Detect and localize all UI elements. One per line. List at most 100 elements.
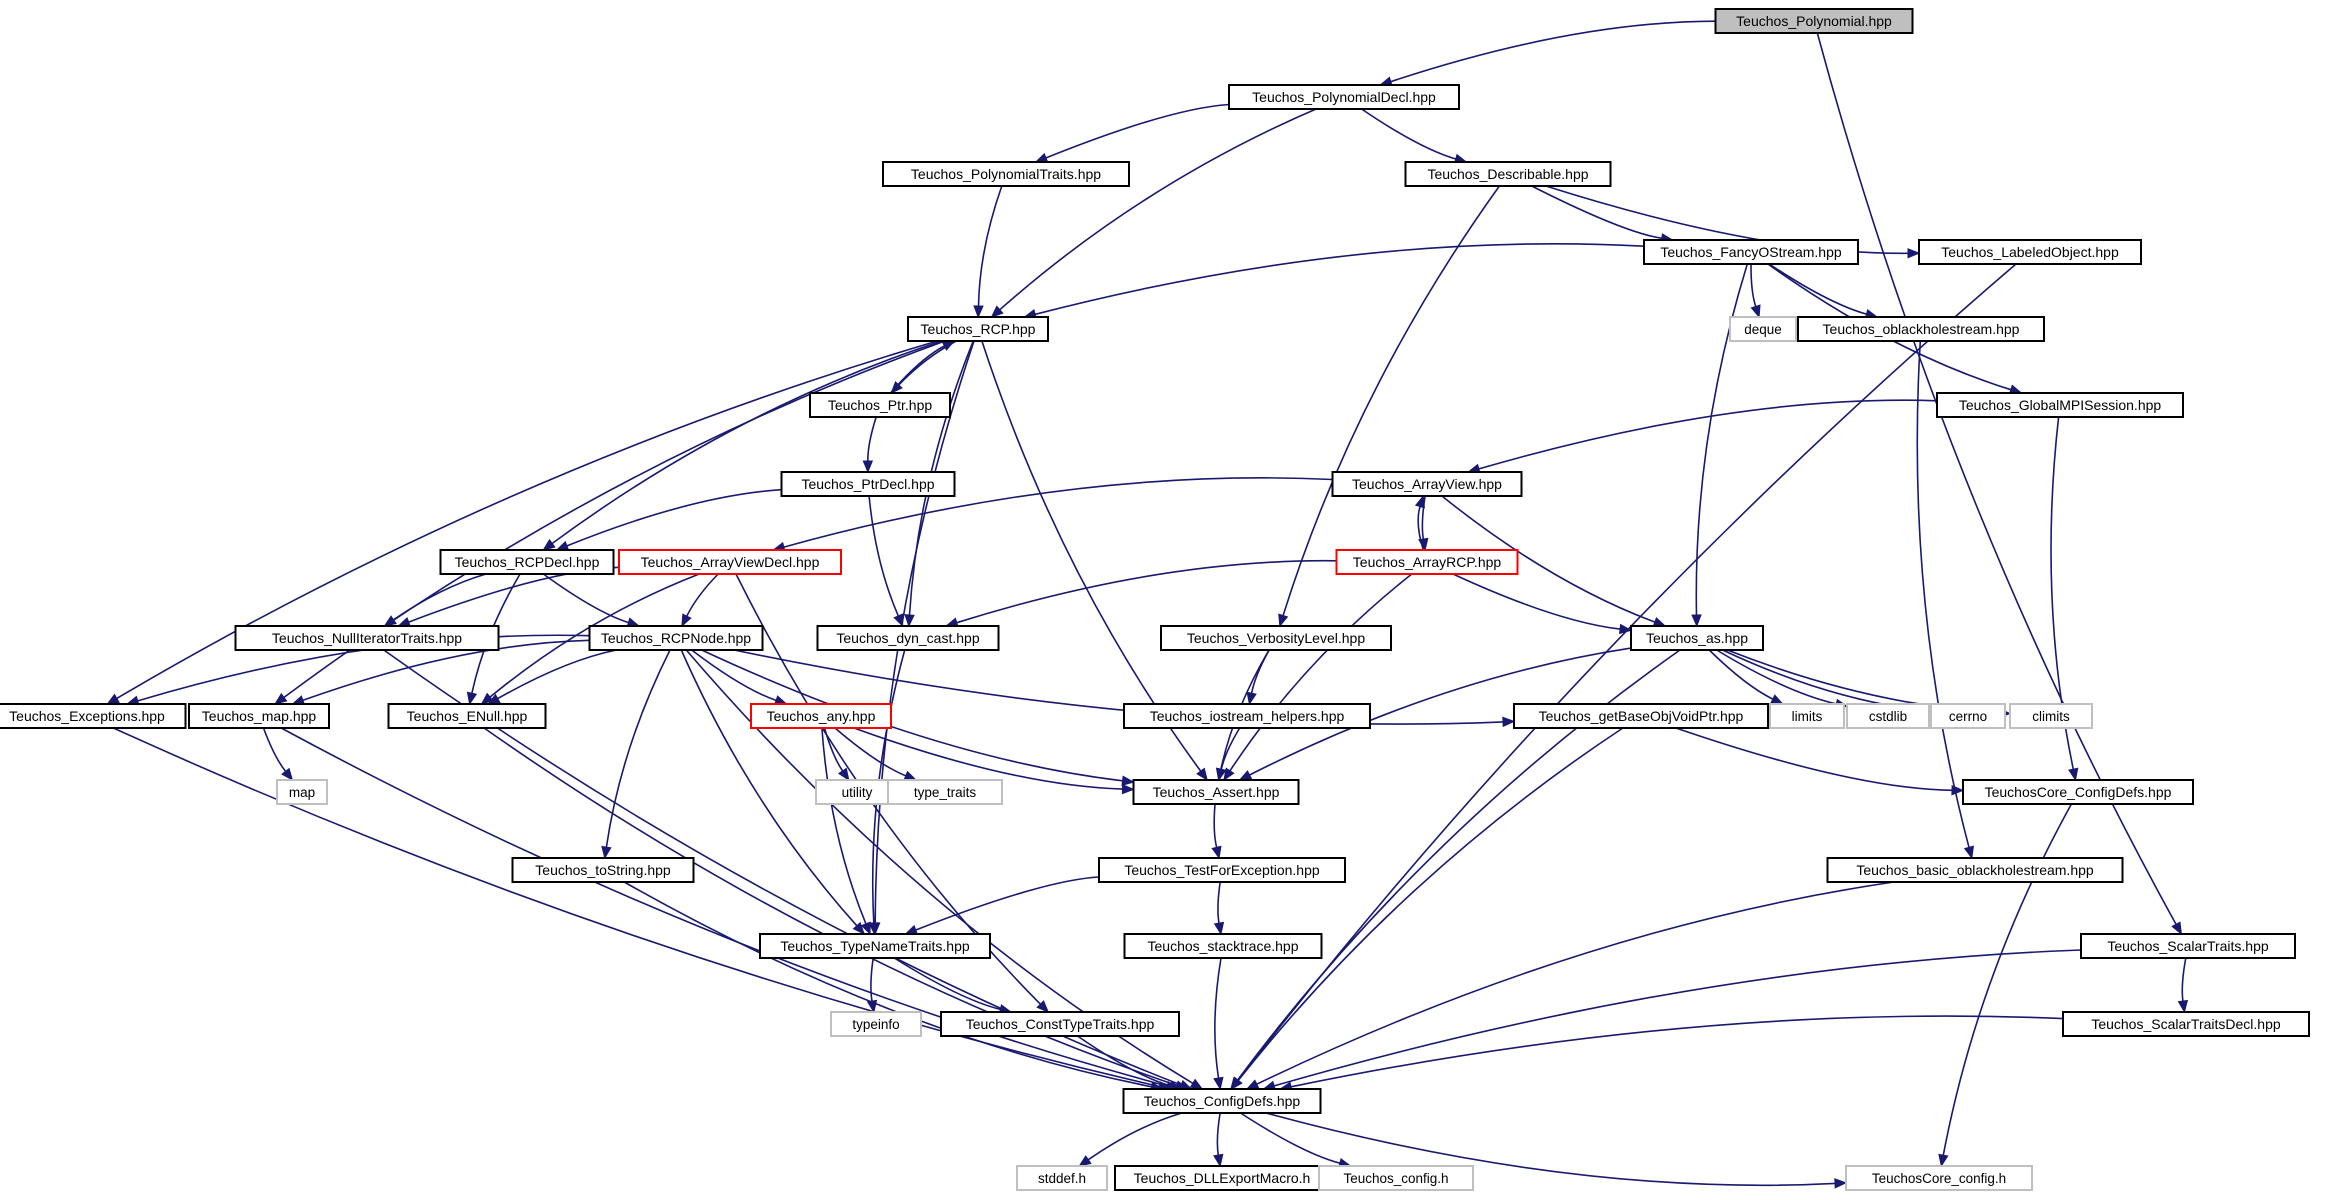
node-arrayrcp[interactable]: Teuchos_ArrayRCP.hpp	[1335, 549, 1519, 575]
node-exceptions[interactable]: Teuchos_Exceptions.hpp	[0, 703, 187, 729]
node-box-arrayview	[1331, 471, 1523, 497]
node-scalartraits[interactable]: Teuchos_ScalarTraits.hpp	[2080, 933, 2296, 959]
arrowhead-arrayviewdecl-to-consttypetraits	[1036, 1000, 1050, 1013]
edge-configdefs-to-stddef	[1087, 1112, 1183, 1161]
arrowhead-ptrdecl-to-rcpdecl	[555, 540, 570, 551]
node-box-dyncast	[816, 625, 1000, 651]
node-label-mapsys: map	[289, 785, 315, 800]
node-ptr[interactable]: Teuchos_Ptr.hpp	[809, 392, 951, 418]
node-enull[interactable]: Teuchos_ENull.hpp	[387, 703, 547, 729]
node-box-polynomial	[1714, 8, 1914, 34]
node-box-labeledobject	[1918, 239, 2142, 265]
edge-rcp-to-exceptions	[116, 340, 938, 700]
node-box-polynomialdecl	[1228, 84, 1460, 110]
node-box-scalartraitsdecl	[2062, 1011, 2310, 1037]
arrowhead-as-to-limits	[1770, 694, 1784, 705]
arrowhead-rcp-to-assert	[1196, 767, 1208, 782]
edge-as-to-configdefs	[1236, 649, 1681, 1081]
node-polynomialdecl[interactable]: Teuchos_PolynomialDecl.hpp	[1228, 84, 1460, 110]
node-box-basicoblackhole	[1826, 857, 2124, 883]
edge-rcpdecl-to-nulliteratortraits	[393, 573, 487, 621]
node-fancyostream[interactable]: Teuchos_FancyOStream.hpp	[1643, 239, 1859, 265]
node-box-map	[188, 703, 330, 729]
arrowhead-rcpdecl-to-enull	[466, 691, 478, 706]
node-arrayview[interactable]: Teuchos_ArrayView.hpp	[1331, 471, 1523, 497]
edge-fancyostream-to-oblackholestream	[1768, 263, 1867, 315]
edge-ptrdecl-to-dyncast	[868, 495, 900, 617]
node-label-describable: Teuchos_Describable.hpp	[1427, 166, 1588, 182]
node-label-climits: climits	[2032, 709, 2070, 724]
dependency-nodes: Teuchos_Polynomial.hppTeuchos_Polynomial…	[0, 8, 2310, 1191]
edge-ptr-to-ptrdecl	[866, 416, 877, 462]
node-box-arrayviewdecl	[618, 549, 842, 575]
node-scalartraitsdecl[interactable]: Teuchos_ScalarTraitsDecl.hpp	[2062, 1011, 2310, 1037]
node-cstdlib: cstdlib	[1846, 703, 1930, 729]
edge-describable-to-verbositylevel	[1282, 185, 1501, 616]
node-describable[interactable]: Teuchos_Describable.hpp	[1404, 161, 1612, 187]
node-globalmpisession[interactable]: Teuchos_GlobalMPISession.hpp	[1936, 392, 2184, 418]
node-box-mapsys	[276, 779, 328, 805]
node-label-ptr: Teuchos_Ptr.hpp	[828, 397, 933, 413]
node-box-typenametraits	[759, 933, 991, 959]
node-label-any: Teuchos_any.hpp	[767, 708, 876, 724]
node-coreconfig: TeuchosCore_config.h	[1845, 1165, 2033, 1191]
arrowhead-any-to-typenametraits	[860, 921, 871, 936]
node-label-utility: utility	[842, 785, 873, 800]
node-as[interactable]: Teuchos_as.hpp	[1630, 625, 1764, 651]
node-getbaseobjvoidptr[interactable]: Teuchos_getBaseObjVoidPtr.hpp	[1513, 703, 1769, 729]
node-iostreamhelpers[interactable]: Teuchos_iostream_helpers.hpp	[1123, 703, 1371, 729]
arrowhead-stacktrace-to-configdefs	[1213, 1076, 1224, 1091]
node-map[interactable]: Teuchos_map.hpp	[188, 703, 330, 729]
node-box-testforexception	[1098, 857, 1346, 883]
arrowhead-arrayrcp-to-as	[1619, 623, 1633, 635]
edge-as-to-assert	[1249, 647, 1632, 776]
node-label-fancyostream: Teuchos_FancyOStream.hpp	[1660, 244, 1842, 260]
node-polynomialtraits[interactable]: Teuchos_PolynomialTraits.hpp	[882, 161, 1130, 187]
node-basicoblackhole[interactable]: Teuchos_basic_oblackholestream.hpp	[1826, 857, 2124, 883]
node-utility: utility	[815, 779, 899, 805]
node-rcp[interactable]: Teuchos_RCP.hpp	[907, 316, 1049, 342]
node-verbositylevel[interactable]: Teuchos_VerbosityLevel.hpp	[1160, 625, 1392, 651]
node-label-typenametraits: Teuchos_TypeNameTraits.hpp	[780, 938, 970, 954]
node-consttypetraits[interactable]: Teuchos_ConstTypeTraits.hpp	[940, 1011, 1180, 1037]
node-assert[interactable]: Teuchos_Assert.hpp	[1132, 779, 1300, 805]
node-typenametraits[interactable]: Teuchos_TypeNameTraits.hpp	[759, 933, 991, 959]
node-nulliteratortraits[interactable]: Teuchos_NullIteratorTraits.hpp	[234, 625, 500, 651]
node-label-arrayview: Teuchos_ArrayView.hpp	[1352, 476, 1502, 492]
edge-scalartraitsdecl-to-configdefs	[1290, 1015, 2064, 1088]
node-box-describable	[1404, 161, 1612, 187]
node-box-getbaseobjvoidptr	[1513, 703, 1769, 729]
node-coreconfigdefs[interactable]: TeuchosCore_ConfigDefs.hpp	[1962, 779, 2194, 805]
edge-typenametraits-to-consttypetraits	[893, 957, 1001, 1011]
arrowhead-rcpnode-to-tostring	[601, 845, 612, 860]
node-dyncast[interactable]: Teuchos_dyn_cast.hpp	[816, 625, 1000, 651]
edge-getbaseobjvoidptr-to-configdefs	[1237, 727, 1624, 1081]
node-box-oblackholestream	[1797, 316, 2045, 342]
node-configdefs[interactable]: Teuchos_ConfigDefs.hpp	[1122, 1088, 1322, 1114]
node-stacktrace[interactable]: Teuchos_stacktrace.hpp	[1123, 933, 1323, 959]
node-tostring[interactable]: Teuchos_toString.hpp	[511, 857, 695, 883]
arrowhead-dyncast-to-typenametraits	[868, 922, 880, 936]
node-box-climits	[2009, 703, 2093, 729]
edge-fancyostream-to-deque	[1750, 263, 1757, 307]
node-testforexception[interactable]: Teuchos_TestForException.hpp	[1098, 857, 1346, 883]
arrowhead-polynomialdecl-to-rcp	[990, 305, 1004, 318]
node-label-scalartraitsdecl: Teuchos_ScalarTraitsDecl.hpp	[2091, 1016, 2281, 1032]
node-labeledobject[interactable]: Teuchos_LabeledObject.hpp	[1918, 239, 2142, 265]
node-oblackholestream[interactable]: Teuchos_oblackholestream.hpp	[1797, 316, 2045, 342]
node-arrayviewdecl[interactable]: Teuchos_ArrayViewDecl.hpp	[618, 549, 842, 575]
arrowhead-map-to-mapsys	[281, 767, 294, 782]
edge-rcpdecl-to-rcpnode	[542, 573, 629, 624]
node-label-map: Teuchos_map.hpp	[202, 708, 317, 724]
arrowhead-polynomial-to-scalartraits	[2171, 921, 2183, 936]
node-box-limits	[1769, 703, 1845, 729]
node-rcpdecl[interactable]: Teuchos_RCPDecl.hpp	[439, 549, 615, 575]
node-label-polynomialdecl: Teuchos_PolynomialDecl.hpp	[1252, 89, 1436, 105]
arrowhead-fancyostream-to-deque	[1750, 304, 1761, 319]
node-rcpnode[interactable]: Teuchos_RCPNode.hpp	[588, 625, 764, 651]
node-polynomial[interactable]: Teuchos_Polynomial.hpp	[1714, 8, 1914, 34]
node-any[interactable]: Teuchos_any.hpp	[750, 703, 892, 729]
node-dllexport[interactable]: Teuchos_DLLExportMacro.h	[1114, 1165, 1330, 1191]
node-ptrdecl[interactable]: Teuchos_PtrDecl.hpp	[780, 471, 956, 497]
node-box-verbositylevel	[1160, 625, 1392, 651]
